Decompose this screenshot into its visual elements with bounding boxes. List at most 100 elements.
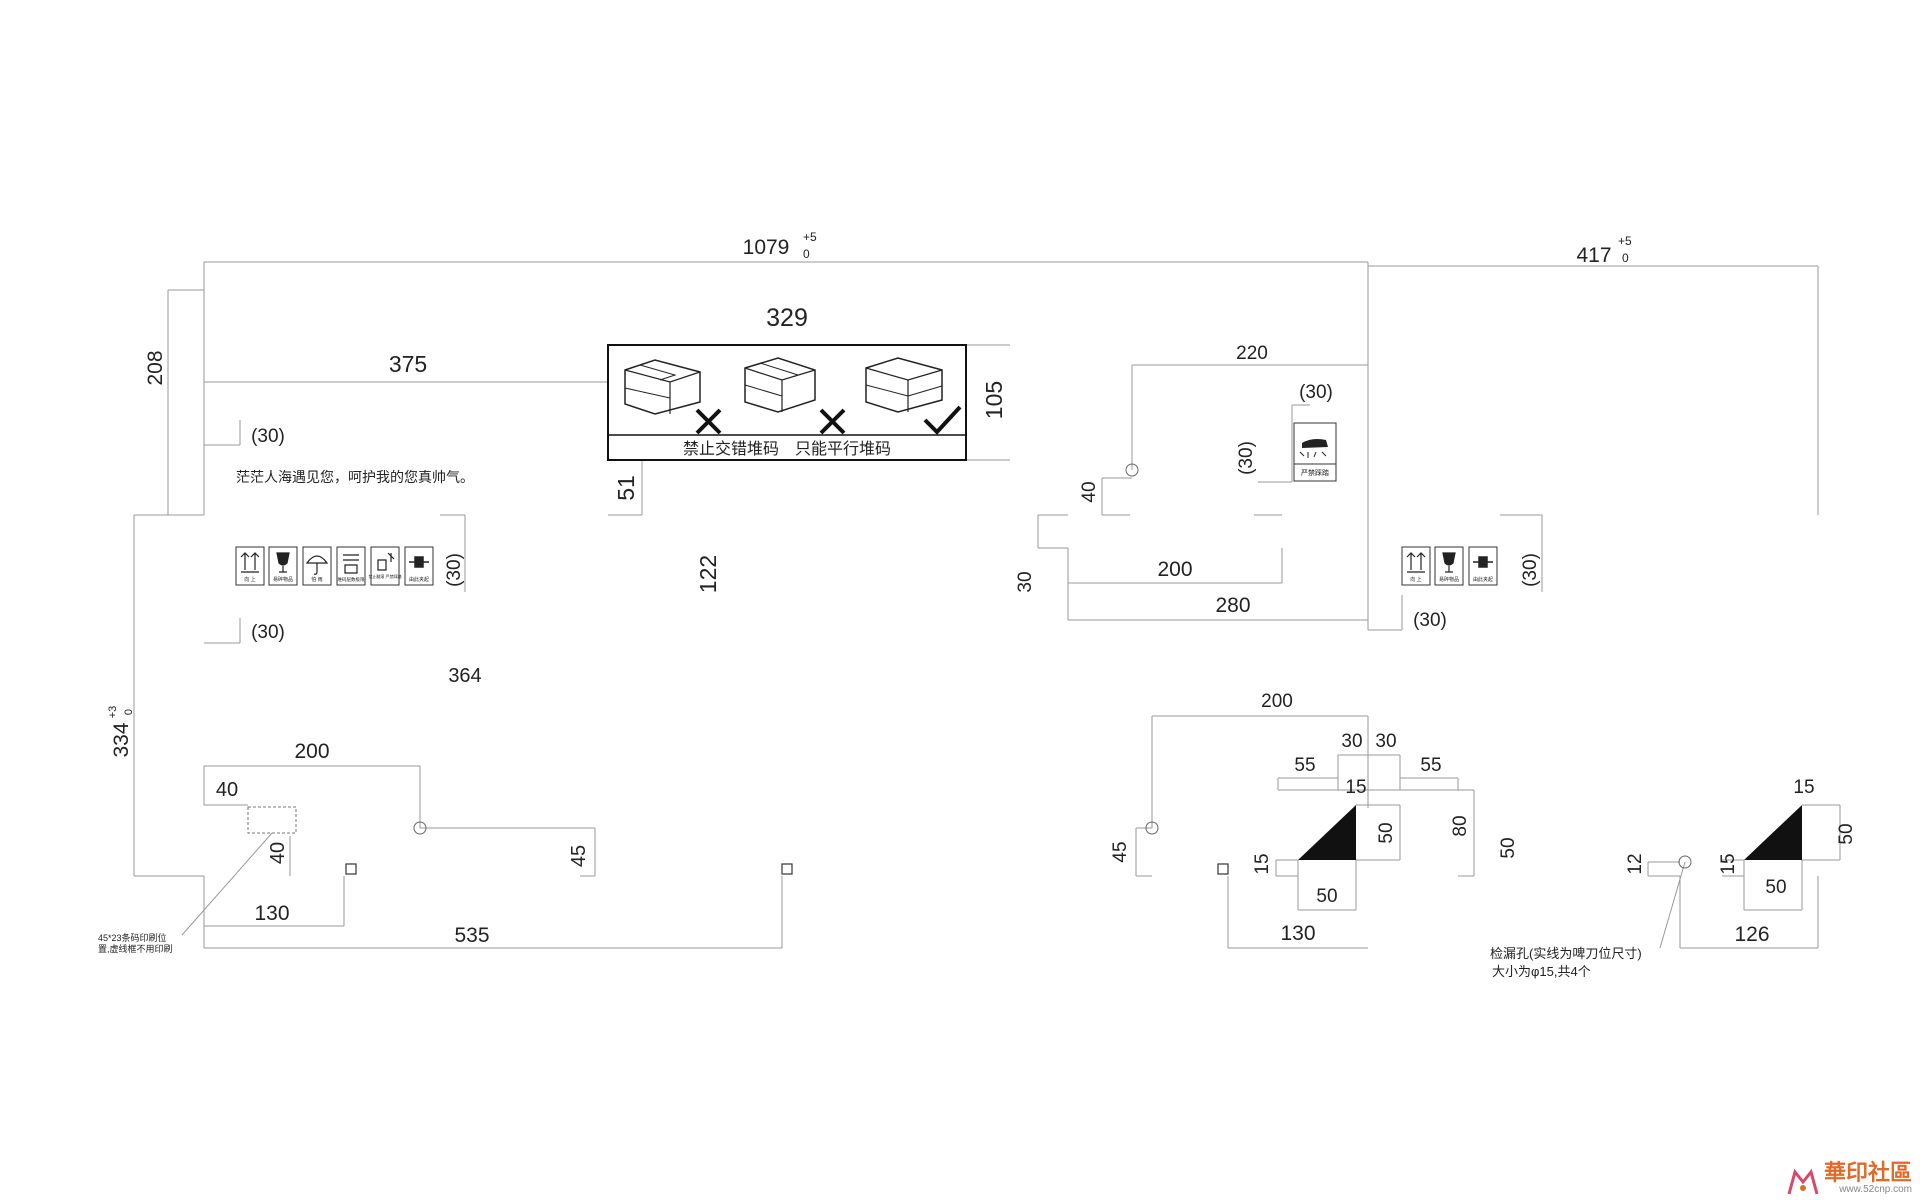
- svg-text:55: 55: [1294, 755, 1315, 776]
- svg-text:200: 200: [294, 740, 329, 763]
- svg-text:51: 51: [613, 475, 639, 501]
- svg-text:45: 45: [1110, 841, 1131, 862]
- hole-markers: [247, 463, 1692, 875]
- svg-text:由此夹起: 由此夹起: [1473, 576, 1493, 583]
- arrows-up-icon: 向 上: [235, 546, 265, 586]
- svg-text:15: 15: [1345, 777, 1366, 798]
- clamp-icon: 由此夹起: [404, 546, 434, 586]
- svg-text:易碎物品: 易碎物品: [1439, 576, 1459, 583]
- stack-limit-icon: 堆码层数极限: [336, 546, 366, 586]
- cross-icon-1: [695, 408, 722, 435]
- svg-text:122: 122: [695, 555, 721, 593]
- svg-text:30: 30: [1341, 731, 1362, 752]
- svg-text:(30): (30): [251, 622, 285, 643]
- svg-text:329: 329: [766, 304, 808, 332]
- slogan-text: 茫茫人海遇见您，呵护我的您真帅气。: [236, 469, 474, 485]
- svg-text:130: 130: [254, 902, 289, 925]
- check-icon: [923, 405, 962, 435]
- svg-text:15: 15: [1718, 853, 1739, 874]
- clamp-icon: 由此夹起: [1468, 546, 1498, 586]
- svg-text:375: 375: [389, 351, 427, 377]
- svg-text:220: 220: [1236, 343, 1268, 364]
- svg-text:105: 105: [981, 381, 1007, 419]
- watermark-title: 華印社區: [1823, 1160, 1912, 1186]
- svg-text:130: 130: [1280, 922, 1315, 945]
- svg-text:向 上: 向 上: [244, 576, 255, 583]
- svg-text:0: 0: [123, 709, 135, 715]
- svg-text:15: 15: [1793, 777, 1814, 798]
- svg-text:200: 200: [1157, 558, 1192, 581]
- svg-text:(30): (30): [1236, 441, 1257, 475]
- svg-text:怕 雨: 怕 雨: [311, 576, 322, 583]
- crate-stack-icon-3: [865, 357, 943, 413]
- svg-text:(30): (30): [1413, 610, 1447, 631]
- svg-text:50: 50: [1836, 823, 1857, 844]
- cross-icon-2: [819, 408, 846, 435]
- stacking-label: 禁止交错堆码 只能平行堆码: [683, 440, 891, 458]
- svg-text:280: 280: [1215, 594, 1250, 617]
- barcode-note-line1: 45*23条码印刷位: [98, 932, 167, 943]
- stacking-warning-panel: 禁止交错堆码 只能平行堆码: [607, 344, 967, 461]
- svg-text:+5: +5: [803, 230, 817, 244]
- svg-text:15: 15: [1252, 853, 1273, 874]
- svg-text:严禁踩踏: 严禁踩踏: [1301, 468, 1329, 477]
- no-stepping-icon: 严禁踩踏: [1293, 422, 1337, 482]
- dimension-lines: [133, 261, 1841, 949]
- svg-text:堆码层数极限: 堆码层数极限: [338, 576, 365, 583]
- svg-text:+5: +5: [1618, 234, 1632, 248]
- svg-text:(30): (30): [251, 426, 285, 447]
- svg-text:30: 30: [1015, 571, 1036, 592]
- svg-text:334: 334: [110, 722, 133, 757]
- svg-text:40: 40: [216, 779, 238, 801]
- svg-text:80: 80: [1450, 815, 1471, 836]
- watermark-logo-icon: [1787, 1168, 1819, 1195]
- dim-right-width: 417: [1576, 244, 1611, 267]
- svg-text:0: 0: [803, 247, 810, 261]
- watermark: 華印社區 www.52cnp.com: [1786, 1162, 1912, 1196]
- marker-square-1: [345, 863, 357, 875]
- svg-text:12: 12: [1625, 853, 1646, 874]
- svg-text:40: 40: [267, 842, 289, 864]
- arrows-up-icon: 向 上: [1401, 546, 1431, 586]
- svg-text:+3: +3: [107, 706, 119, 719]
- notes: 茫茫人海遇见您，呵护我的您真帅气。 45*23条码印刷位 置,虚线框不用印刷 检…: [98, 469, 1642, 979]
- dimension-labels: 1079 +5 0 417 +5 0 208 334 +3 0 375 329 …: [107, 230, 1857, 947]
- svg-text:50: 50: [1498, 837, 1519, 858]
- svg-text:200: 200: [1261, 691, 1293, 712]
- fragile-glass-icon: 易碎物品: [1434, 546, 1464, 586]
- barcode-note-line2: 置,虚线框不用印刷: [98, 943, 173, 954]
- svg-text:40: 40: [1079, 481, 1100, 502]
- barcode-area-box: [247, 806, 297, 834]
- no-hook-icon: 禁止翻滚 严禁踩踏: [368, 546, 402, 586]
- corner-triangle-2: [1744, 805, 1802, 860]
- dim-total-width: 1079: [743, 236, 790, 259]
- corner-triangle-1: [1298, 805, 1356, 860]
- left-icon-row: 向 上 易碎物品 怕 雨 堆码层数极限 禁止翻滚 严禁踩踏 由此夹起: [235, 546, 434, 586]
- svg-text:0: 0: [1622, 251, 1629, 265]
- right-icon-row: 向 上 易碎物品 由此夹起: [1401, 546, 1498, 586]
- fragile-glass-icon: 易碎物品: [268, 546, 298, 586]
- crate-stack-icon-2: [744, 357, 816, 413]
- leak-hole-note-line1: 检漏孔(实线为啤刀位尺寸): [1490, 946, 1642, 961]
- svg-text:50: 50: [1765, 877, 1786, 898]
- svg-text:50: 50: [1316, 886, 1337, 907]
- svg-text:364: 364: [448, 665, 481, 687]
- svg-text:30: 30: [1375, 731, 1396, 752]
- svg-text:禁止翻滚 严禁踩踏: 禁止翻滚 严禁踩踏: [368, 573, 401, 579]
- svg-text:向 上: 向 上: [1410, 576, 1421, 583]
- marker-square-2: [781, 863, 793, 875]
- svg-text:45: 45: [568, 845, 590, 867]
- svg-text:由此夹起: 由此夹起: [409, 576, 429, 583]
- svg-text:50: 50: [1376, 822, 1397, 843]
- svg-text:易碎物品: 易碎物品: [273, 576, 293, 583]
- svg-text:(30): (30): [1299, 382, 1333, 403]
- umbrella-icon: 怕 雨: [302, 546, 332, 586]
- svg-text:55: 55: [1420, 755, 1441, 776]
- crate-stack-icon-1: [624, 359, 701, 415]
- svg-text:(30): (30): [444, 553, 465, 587]
- svg-text:(30): (30): [1520, 553, 1541, 587]
- marker-square-3: [1217, 863, 1229, 875]
- svg-text:126: 126: [1734, 923, 1769, 946]
- watermark-url: www.52cnp.com: [1839, 1184, 1912, 1195]
